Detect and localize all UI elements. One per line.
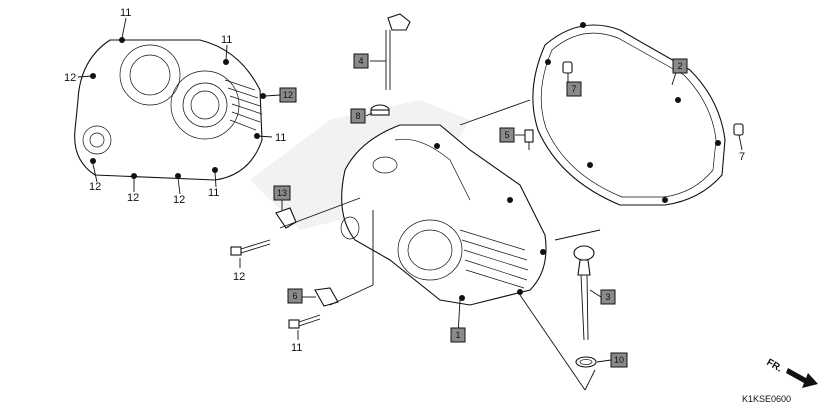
case-bolt-holes — [90, 37, 266, 179]
svg-text:13: 13 — [277, 188, 287, 198]
callout-12-left: 12 — [64, 72, 76, 84]
breather-pipe-part — [385, 13, 411, 90]
callout-11-upper-right: 11 — [221, 34, 232, 46]
bolt-11-part — [288, 314, 321, 329]
svg-text:1: 1 — [455, 330, 460, 340]
box-callout-8: 8 — [350, 108, 366, 124]
front-arrow-icon — [786, 368, 818, 388]
dipstick-part — [573, 245, 595, 341]
box-callout-10: 10 — [610, 352, 628, 368]
callout-12-bottom-left: 12 — [89, 181, 101, 193]
front-direction-indicator: FR. — [765, 357, 818, 388]
callout-11-top: 11 — [120, 7, 131, 19]
box-callout-12: 12 — [279, 87, 297, 103]
box-callout-7: 7 — [566, 81, 582, 97]
bracket-part — [314, 287, 339, 307]
box-callout-6: 6 — [287, 288, 303, 304]
svg-text:4: 4 — [358, 56, 363, 66]
bolt-12-part — [230, 239, 271, 256]
svg-text:12: 12 — [283, 90, 293, 100]
box-callout-1: 1 — [450, 327, 466, 343]
callout-11-bottom: 11 — [208, 187, 219, 199]
callout-12-bottom-mid: 12 — [127, 192, 139, 204]
callout-11-right: 11 — [275, 132, 286, 144]
leader-lines — [77, 17, 743, 391]
box-callout-5: 5 — [499, 127, 515, 143]
svg-text:2: 2 — [677, 61, 682, 71]
box-callout-4: 4 — [353, 53, 369, 69]
box-callout-13: 13 — [273, 185, 291, 201]
svg-text:6: 6 — [292, 291, 297, 301]
svg-text:8: 8 — [355, 111, 360, 121]
engine-case-inset — [74, 37, 266, 181]
boxed-callouts: 4 8 5 7 2 1 3 10 — [273, 53, 688, 368]
box-callout-2: 2 — [672, 58, 688, 74]
svg-text:3: 3 — [605, 292, 610, 302]
dowel-pin-upper — [562, 61, 573, 74]
grommet-part — [370, 104, 390, 116]
plain-callouts: 11 11 11 11 12 12 12 12 7 12 11 — [64, 7, 745, 354]
diagram-code: K1KSE0600 — [742, 394, 791, 404]
gasket-part — [532, 22, 726, 206]
box-callout-3: 3 — [600, 289, 616, 305]
o-ring-part — [575, 356, 597, 368]
crankcase-cover-part — [340, 124, 547, 306]
breather-valve-part — [524, 129, 534, 150]
svg-text:10: 10 — [614, 355, 624, 365]
callout-12-bolt: 12 — [233, 271, 245, 283]
svg-text:5: 5 — [504, 130, 509, 140]
callout-12-bottom-right: 12 — [173, 194, 185, 206]
svg-text:7: 7 — [571, 84, 576, 94]
front-label: FR. — [765, 357, 785, 375]
callout-7-right: 7 — [739, 151, 745, 163]
dowel-pin-right — [733, 123, 744, 136]
callout-11-bolt: 11 — [291, 342, 302, 354]
